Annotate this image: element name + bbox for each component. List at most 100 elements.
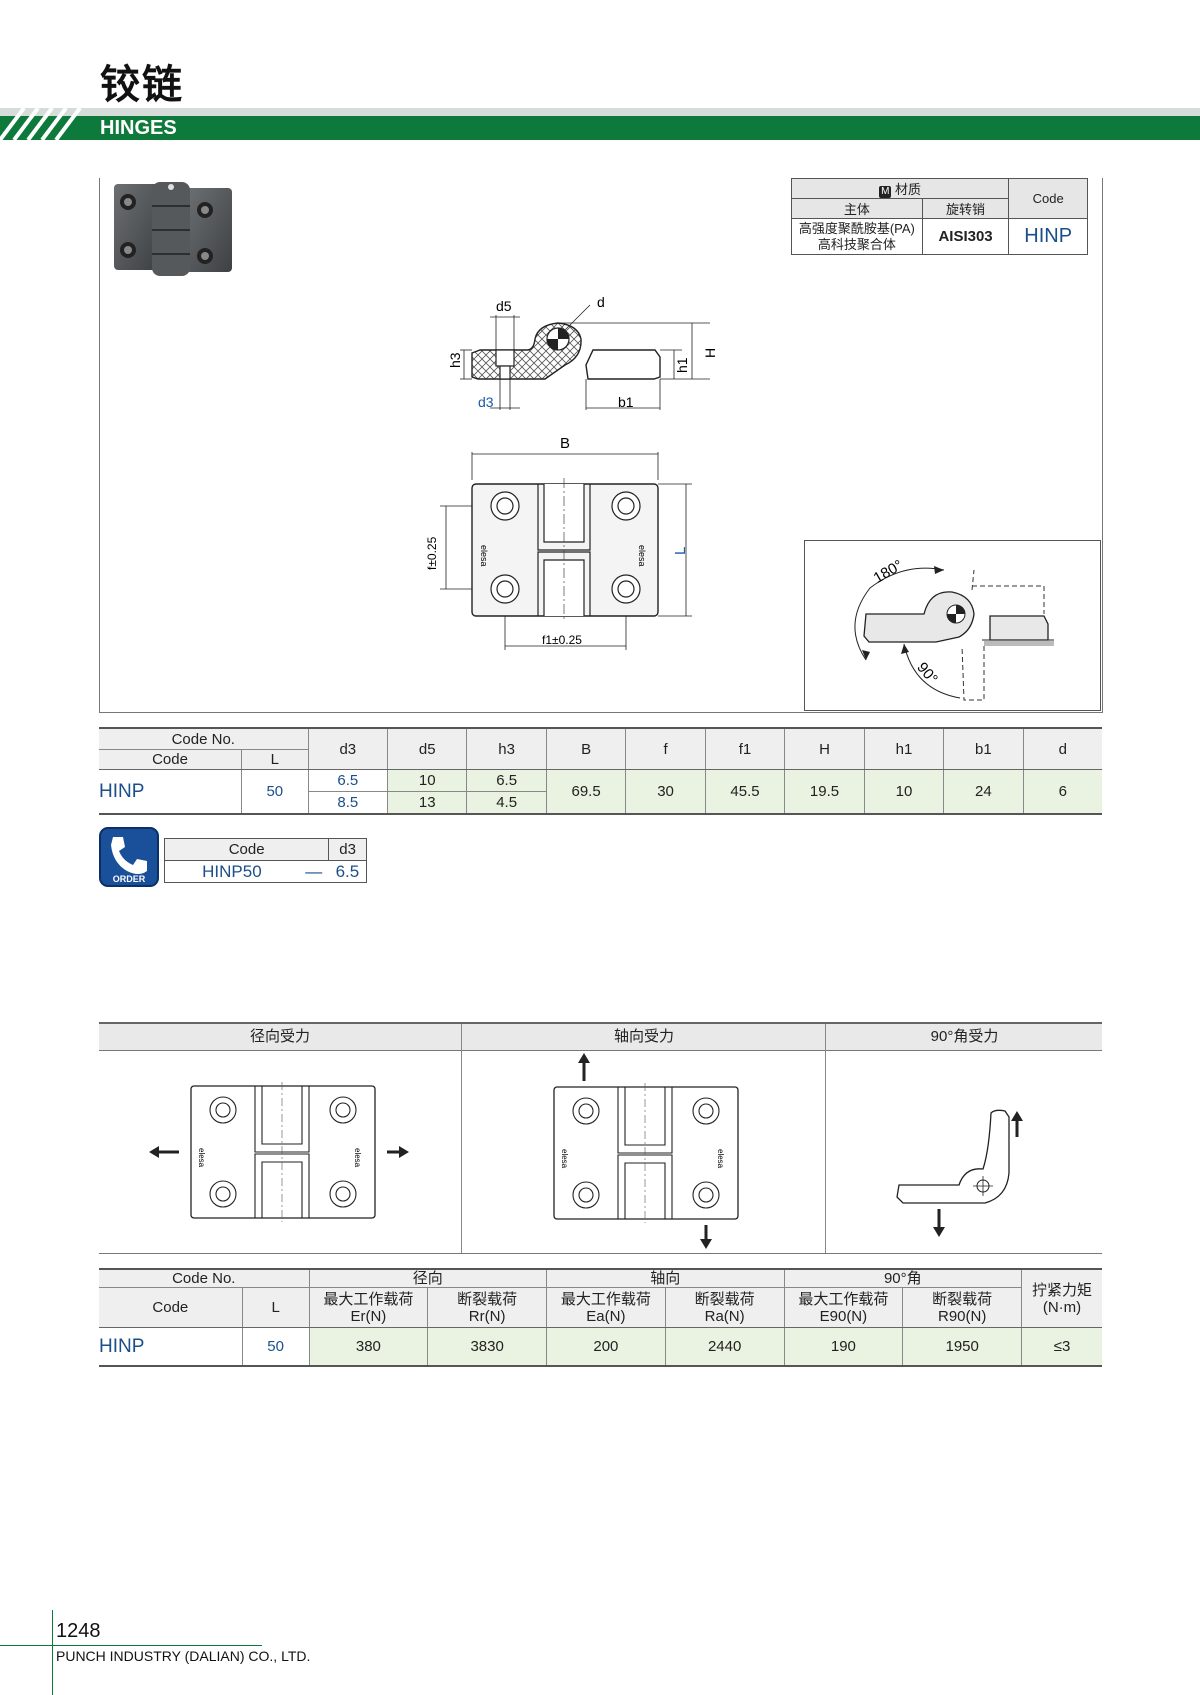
L-header: L	[241, 1287, 310, 1328]
load-row-ea: 200	[546, 1327, 666, 1366]
code-header: Code	[99, 749, 242, 770]
label-L: L	[672, 547, 689, 555]
radial-header: 径向	[308, 1269, 547, 1288]
angle90-load-diagram	[896, 1109, 1023, 1237]
body-value: 高强度聚酰胺基(PA) 高科技聚合体	[791, 218, 923, 255]
row-code: HINP	[99, 780, 145, 802]
load-diagram-body: elesa elesa elesa elesa	[99, 1049, 1102, 1254]
code-header: Code	[99, 1287, 243, 1328]
header-bar	[0, 116, 1200, 140]
row-B: 69.5	[545, 769, 626, 814]
label-f1: f1±0.25	[542, 633, 582, 647]
body-header: 主体	[791, 198, 923, 219]
col-h1: h1	[863, 728, 944, 770]
section-title-en: HINGES	[100, 117, 177, 139]
row-d5-1: 10	[387, 769, 467, 792]
torque-header: 拧紧力矩 (N·m)	[1021, 1269, 1102, 1328]
row-f: 30	[625, 769, 706, 814]
label-d5: d5	[496, 298, 512, 314]
code-header: Code	[1008, 178, 1088, 219]
label-h3: h3	[447, 352, 463, 368]
label-h1: h1	[674, 357, 690, 373]
row-d: 6	[1022, 769, 1102, 814]
product-photo	[114, 182, 232, 276]
code-no-header: Code No.	[99, 728, 309, 750]
row-h1: 10	[863, 769, 944, 814]
col-b1: b1	[943, 728, 1024, 770]
row-d3-2: 8.5	[307, 791, 388, 814]
axial-load-diagram: elesa elesa	[553, 1053, 739, 1249]
load-diagram-header: 径向受力 轴向受力 90°角受力	[99, 1022, 1102, 1051]
load-row-er: 380	[308, 1327, 428, 1366]
material-m-icon: M	[879, 186, 892, 198]
logo-right: elesa	[716, 1149, 725, 1169]
header-stripes	[0, 108, 82, 140]
order-col-code: Code	[163, 838, 330, 861]
col-d5: d5	[387, 728, 467, 770]
col-d: d	[1022, 728, 1102, 770]
order-code: HINP50	[163, 860, 299, 883]
angle90-header: 90°角	[783, 1269, 1022, 1288]
row-d5-2: 13	[387, 791, 467, 814]
row-h3-2: 4.5	[466, 791, 547, 814]
label-b1: b1	[618, 394, 634, 410]
load-90-title: 90°角受力	[825, 1024, 1103, 1050]
col-H: H	[784, 728, 865, 770]
logo-left: elesa	[479, 545, 489, 567]
order-icon: ORDER	[99, 827, 159, 887]
order-icon-label: ORDER	[113, 874, 146, 884]
label-B: B	[560, 435, 570, 452]
load-radial-title: 径向受力	[249, 1028, 310, 1045]
col-f: f	[625, 728, 706, 770]
code-no-header: Code No.	[99, 1269, 310, 1288]
drawing-frame	[99, 178, 1103, 713]
radial-load-diagram: elesa elesa	[149, 1082, 409, 1222]
row-f1: 45.5	[704, 769, 785, 814]
load-row-ra: 2440	[664, 1327, 784, 1366]
page-number: 1248	[56, 1620, 101, 1642]
pin-header: 旋转销	[921, 198, 1010, 219]
order-col-d3: d3	[328, 838, 367, 861]
load-axial-title: 轴向受力	[461, 1024, 826, 1050]
load-row-code: HINP	[99, 1335, 145, 1357]
row-H: 19.5	[784, 769, 865, 814]
header-bar-light	[0, 108, 1200, 116]
footer-line-vertical	[52, 1610, 53, 1695]
load-row-torque: ≤3	[1021, 1327, 1102, 1366]
divider	[461, 1049, 462, 1253]
order-dash: —	[298, 860, 329, 883]
company-name: PUNCH INDUSTRY (DALIAN) CO., LTD.	[56, 1648, 311, 1664]
axial-header: 轴向	[546, 1269, 784, 1288]
material-table: M 材质 Code 主体 旋转销 高强度聚酰胺基(PA) 高科技聚合体 AISI…	[790, 178, 1088, 255]
load-row-rr: 3830	[427, 1327, 547, 1366]
material-header: M 材质	[790, 178, 1010, 199]
divider	[825, 1049, 826, 1253]
front-view-drawing: elesa elesa B L f±0.25 f1±0.25	[425, 435, 692, 650]
footer-line-horizontal	[0, 1645, 262, 1646]
col-f1: f1	[704, 728, 785, 770]
logo-left: elesa	[197, 1148, 206, 1168]
L-header: L	[241, 749, 309, 770]
label-H: H	[702, 348, 718, 358]
row-L: 50	[241, 769, 309, 814]
row-d3-1: 6.5	[307, 769, 388, 792]
row-h3-1: 6.5	[466, 769, 547, 792]
col-h3: h3	[466, 728, 547, 770]
label-f: f±0.25	[425, 536, 439, 570]
load-row-e90: 190	[783, 1327, 903, 1366]
rotation-detail: 180° 90°	[804, 540, 1101, 711]
logo-left: elesa	[560, 1149, 569, 1169]
pin-value: AISI303	[921, 218, 1010, 255]
logo-right: elesa	[353, 1148, 362, 1168]
code-value: HINP	[1008, 218, 1088, 255]
row-b1: 24	[943, 769, 1024, 814]
load-table: Code No. 径向 轴向 90°角 拧紧力矩 (N·m) Code L 最大…	[99, 1268, 1102, 1367]
label-d: d	[597, 295, 605, 310]
page-title: 铰链	[100, 63, 184, 107]
